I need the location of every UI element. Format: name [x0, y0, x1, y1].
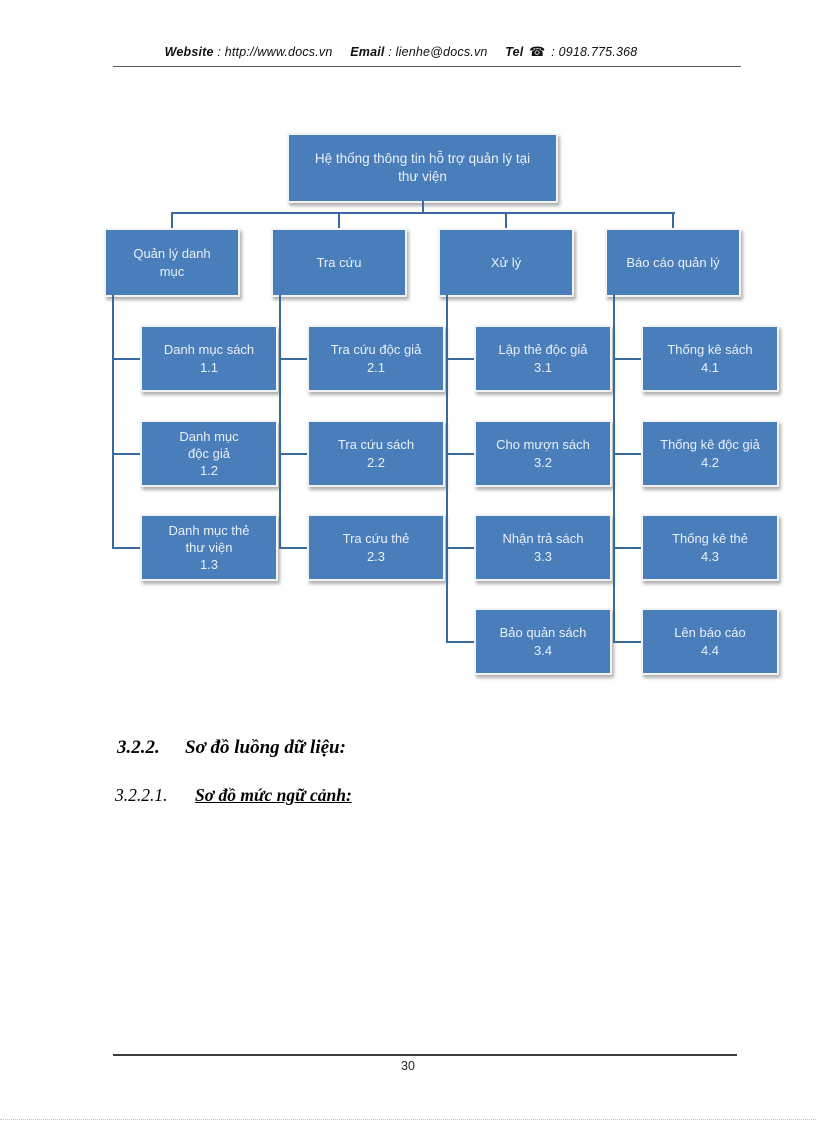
leaf-code: 2.1 [366, 359, 386, 375]
subsection-number: 3.2.2.1. [115, 785, 168, 805]
child-stub-line [446, 640, 474, 643]
child-stub-line [112, 452, 140, 455]
diagram-root-box: Hệ thống thông tin hỗ trợ quản lý tại th… [287, 133, 558, 203]
leaf-label: Nhận trả sách [502, 531, 584, 547]
leaf-label: Danh mục độc giả [179, 428, 239, 461]
branch-vertical-line [613, 295, 615, 643]
branch-vertical-line [279, 295, 281, 549]
child-stub-line [279, 452, 307, 455]
leaf-label: Tra cứu sách [337, 437, 415, 453]
level1-horizontal-line [172, 212, 675, 214]
leaf-label: Thống kê thẻ [672, 531, 748, 547]
leaf-code: 1.3 [199, 557, 219, 573]
child-stub-line [613, 357, 641, 360]
diagram-leaf-box: Danh mục thẻ thư viện 1.3 [140, 514, 278, 581]
leaf-code: 4.2 [700, 454, 720, 470]
leaf-code: 1.1 [199, 359, 219, 375]
email-value: : lienhe@docs.vn [388, 45, 488, 59]
diagram-branch-box: Xử lý [438, 228, 574, 297]
leaf-code: 3.2 [533, 454, 553, 470]
leaf-label: Danh mục sách [163, 342, 255, 358]
diagram-branch-box: Quản lý danh mục [104, 228, 240, 297]
leaf-label: Danh mục thẻ thư viện [168, 522, 250, 555]
child-stub-line [112, 357, 140, 360]
leaf-label: Lên báo cáo [674, 625, 746, 641]
branch-stub-line [672, 212, 674, 228]
section-title: Sơ đồ luồng dữ liệu: [185, 737, 346, 758]
leaf-code: 4.4 [700, 642, 720, 658]
branch-vertical-line [112, 295, 114, 549]
branch-stub-line [505, 212, 507, 228]
diagram-leaf-box: Danh mục độc giả 1.2 [140, 420, 278, 487]
leaf-label: Cho mượn sách [496, 437, 590, 453]
leaf-code: 4.1 [700, 359, 720, 375]
leaf-label: Thống kê độc giả [660, 437, 760, 453]
diagram-branch-box: Tra cứu [271, 228, 407, 297]
section-number: 3.2.2. [117, 737, 160, 758]
page-header: Website : http://www.docs.vn Email : lie… [0, 44, 816, 60]
tel-value: : 0918.775.368 [551, 45, 638, 59]
child-stub-line [613, 640, 641, 643]
root-stub-line [421, 201, 424, 214]
leaf-label: Lập thẻ độc giả [498, 342, 588, 358]
child-stub-line [446, 357, 474, 360]
leaf-code: 1.2 [199, 463, 219, 479]
section-heading-1: 3.2.2. Sơ đồ luồng dữ liệu: [117, 737, 346, 759]
branch-stub-line [338, 212, 340, 228]
website-value: : http://www.docs.vn [217, 45, 333, 59]
email-label: Email [350, 45, 385, 59]
child-stub-line [613, 452, 641, 455]
child-stub-line [279, 546, 307, 549]
leaf-code: 2.3 [366, 548, 386, 564]
child-stub-line [613, 546, 641, 549]
subsection-title: Sơ đồ mức ngữ cảnh: [195, 785, 352, 805]
child-stub-line [446, 452, 474, 455]
org-chart-diagram: Hệ thống thông tin hỗ trợ quản lý tại th… [104, 133, 779, 675]
child-stub-line [279, 357, 307, 360]
leaf-label: Thống kê sách [667, 342, 753, 358]
tel-label: Tel [505, 45, 524, 59]
header-rule [113, 66, 741, 67]
leaf-label: Bảo quản sách [499, 625, 587, 641]
leaf-code: 4.3 [700, 548, 720, 564]
page-number: 30 [401, 1059, 415, 1073]
leaf-code: 3.4 [533, 642, 553, 658]
page-boundary-line [0, 1119, 816, 1120]
leaf-code: 3.3 [533, 548, 553, 564]
section-heading-2: 3.2.2.1. Sơ đồ mức ngữ cảnh: [115, 785, 352, 806]
child-stub-line [112, 546, 140, 549]
branch-vertical-line [446, 295, 448, 643]
leaf-code: 3.1 [533, 359, 553, 375]
phone-icon: ☎ [529, 44, 546, 59]
child-stub-line [446, 546, 474, 549]
leaf-label: Tra cứu thẻ [342, 531, 410, 547]
branch-stub-line [171, 212, 173, 228]
website-label: Website [164, 45, 214, 59]
diagram-branch-box: Báo cáo quản lý [605, 228, 741, 297]
leaf-code: 2.2 [366, 454, 386, 470]
footer-rule [113, 1054, 737, 1056]
leaf-label: Tra cứu độc giả [330, 342, 422, 358]
